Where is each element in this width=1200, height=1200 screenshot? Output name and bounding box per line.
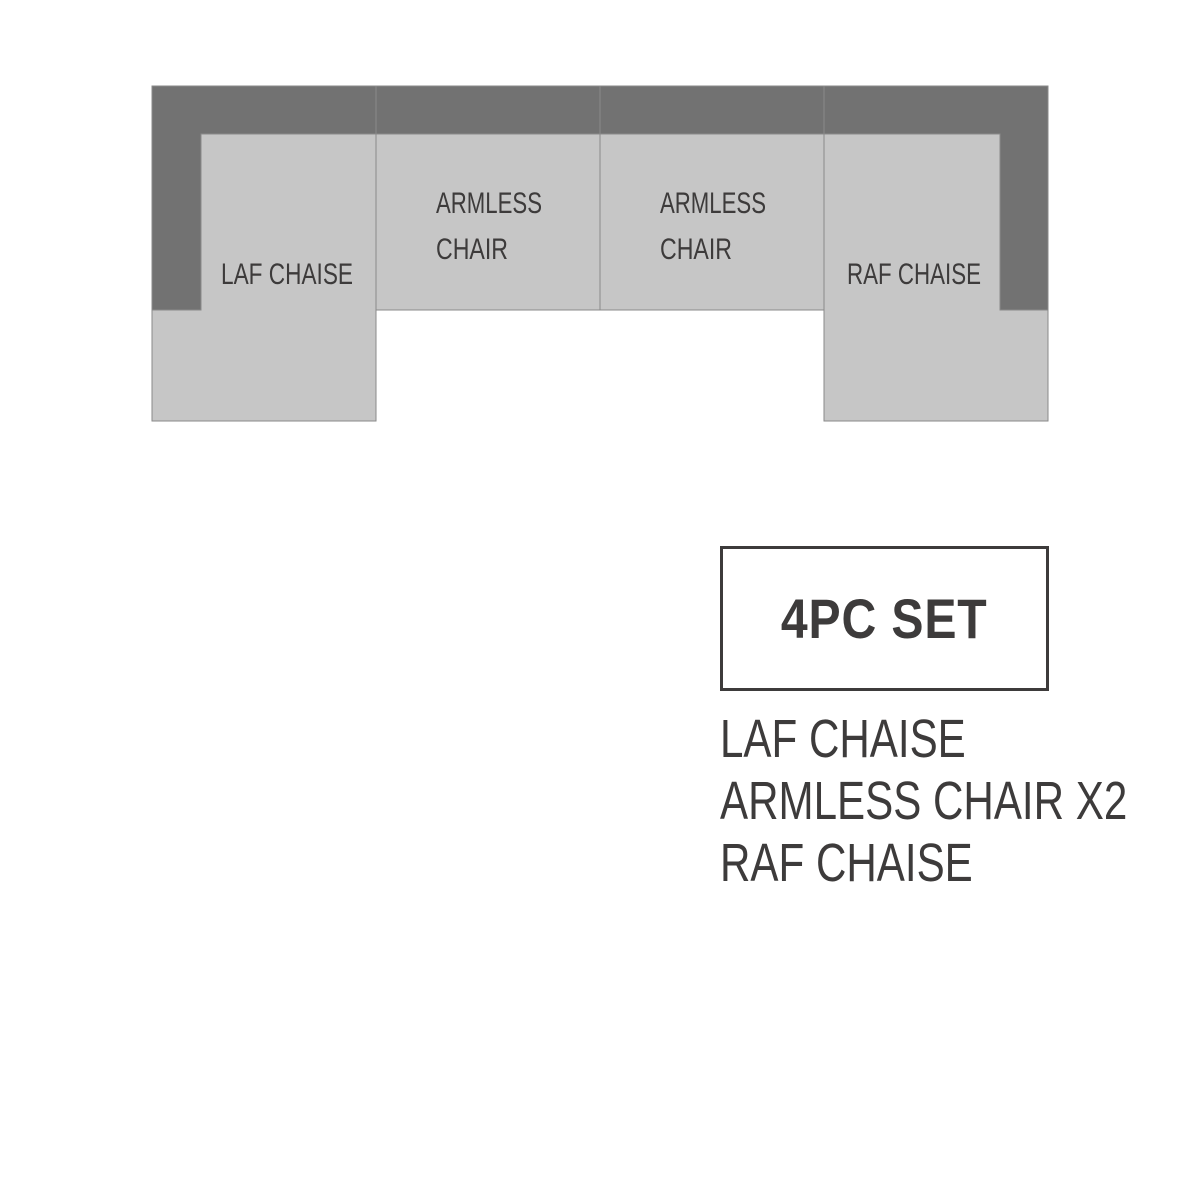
armless-chair-2-seat [599, 133, 825, 311]
armless-chair-2-back [599, 85, 825, 135]
laf-chaise-label: LAF CHAISE [221, 258, 353, 291]
armless-chair-1-seat [375, 133, 601, 311]
set-title-box: 4PC SET [720, 546, 1049, 691]
armless-chair-2-label-line1: ARMLESS [660, 187, 766, 220]
armless-chair-1-label-line1: ARMLESS [436, 187, 542, 220]
armless-chair-piece-2: ARMLESS CHAIR [599, 85, 825, 311]
armless-chair-2-label-line2: CHAIR [660, 233, 732, 266]
set-title: 4PC SET [781, 587, 988, 650]
armless-chair-piece-1: ARMLESS CHAIR [375, 85, 601, 311]
set-contents-list: LAF CHAISE ARMLESS CHAIR X2 RAF CHAISE [720, 708, 1200, 894]
laf-chaise-piece: LAF CHAISE [151, 85, 377, 422]
raf-chaise-seat [823, 133, 1049, 422]
armless-chair-1-label-line2: CHAIR [436, 233, 508, 266]
raf-chaise-piece: RAF CHAISE [823, 85, 1049, 422]
armless-chair-1-back [375, 85, 601, 135]
set-item-raf-chaise: RAF CHAISE [720, 833, 973, 893]
raf-chaise-label: RAF CHAISE [847, 258, 981, 291]
set-item-armless-chair: ARMLESS CHAIR X2 [720, 771, 1128, 831]
set-item-laf-chaise: LAF CHAISE [720, 709, 966, 769]
